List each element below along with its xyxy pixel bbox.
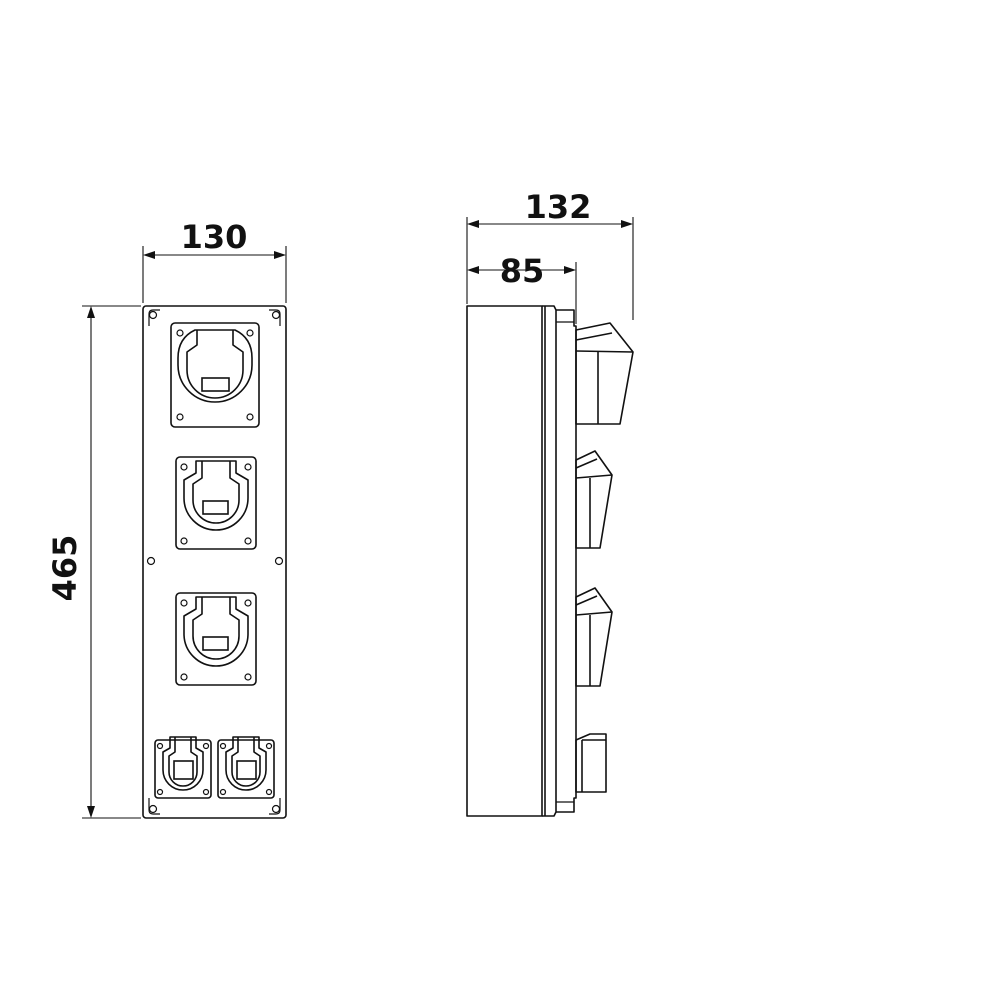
dimension-total-depth: 132 — [466, 188, 634, 320]
industrial-socket-icon — [175, 456, 257, 550]
dimension-width: 130 — [142, 218, 287, 303]
front-enclosure — [142, 305, 287, 819]
socket-profile-icon — [575, 587, 613, 687]
socket-profile-icon — [575, 733, 607, 793]
socket-profile-icon — [575, 450, 613, 549]
dimension-body-depth: 85 — [467, 252, 577, 324]
side-view: 132 85 — [466, 188, 634, 817]
dimension-body-depth-label: 85 — [500, 252, 545, 290]
industrial-socket-icon — [175, 592, 257, 686]
side-lid — [542, 305, 557, 817]
schuko-socket-icon — [217, 736, 275, 799]
corner-screw-icon — [269, 798, 281, 815]
corner-screw-icon — [269, 309, 281, 326]
side-body — [466, 305, 543, 817]
socket-profile-icon — [575, 322, 634, 425]
dimension-width-label: 130 — [181, 218, 248, 256]
side-front-plate — [556, 309, 577, 813]
dimension-total-depth-label: 132 — [525, 188, 592, 226]
side-screw-icon — [146, 556, 156, 566]
dimension-height: 465 — [46, 305, 141, 819]
front-view: 130 465 — [46, 218, 287, 819]
industrial-socket-icon — [170, 322, 260, 428]
corner-screw-icon — [148, 309, 160, 326]
corner-screw-icon — [148, 798, 160, 815]
corner-screw-icons — [146, 309, 284, 815]
side-screw-icon — [274, 556, 284, 566]
dimension-height-label: 465 — [46, 535, 84, 602]
schuko-socket-icon — [154, 736, 212, 799]
